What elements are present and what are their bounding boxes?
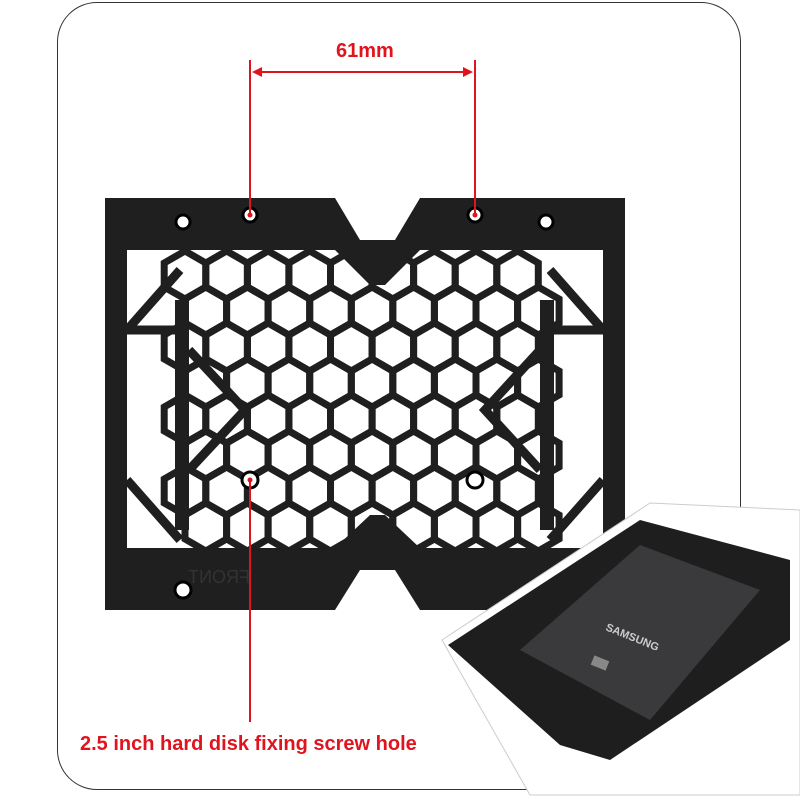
honeycomb-cell	[430, 498, 480, 556]
honeycomb-cell	[264, 498, 314, 556]
top-bar	[105, 198, 625, 285]
honeycomb-mesh	[160, 246, 563, 556]
hole	[174, 213, 192, 231]
left-inner-rail	[175, 300, 189, 530]
screw-hole-right	[465, 470, 485, 490]
caption-label: 2.5 inch hard disk fixing screw hole	[80, 733, 417, 755]
ssd	[520, 545, 760, 720]
bracket-struts	[123, 267, 607, 543]
hole	[537, 213, 555, 231]
honeycomb-cell	[223, 498, 272, 556]
image-frame	[57, 2, 741, 790]
right-inner-rail	[540, 300, 554, 530]
embossed-front-text: FRONT	[188, 567, 250, 587]
right-rail	[603, 198, 625, 610]
honeycomb-cell	[181, 498, 231, 556]
honeycomb-cell	[472, 498, 522, 556]
dimension-label: 61mm	[336, 40, 394, 62]
annotation-lines	[247, 60, 478, 722]
bottom-bar	[105, 515, 625, 610]
bracket-frame	[105, 198, 625, 610]
left-rail	[105, 198, 127, 610]
hole	[173, 580, 193, 600]
inset-photo: SAMSUNG	[441, 502, 800, 796]
